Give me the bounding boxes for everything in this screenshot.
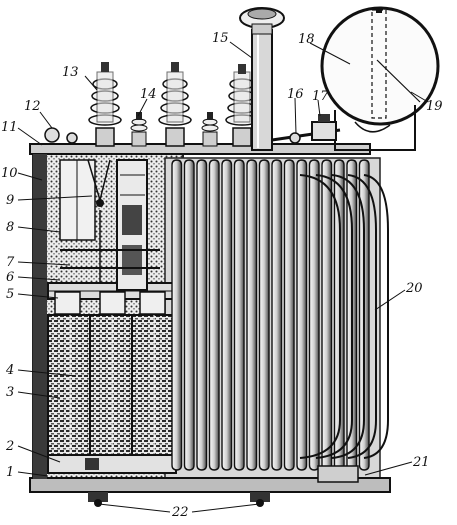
radiator-fin <box>258 159 270 471</box>
radiator-fin <box>296 159 308 471</box>
callout-21: 21 <box>412 455 430 470</box>
radiator-fin <box>246 159 258 471</box>
radiator-tube <box>347 174 377 459</box>
radiator-fin <box>183 159 195 471</box>
radiator-fin <box>196 159 208 471</box>
radiator-fin <box>171 159 183 471</box>
radiator-fin <box>308 159 320 471</box>
callout-8: 8 <box>6 220 14 235</box>
radiator-tube <box>363 174 389 459</box>
radiator-fin <box>271 159 283 471</box>
exhaust-pipe <box>239 7 285 151</box>
callout-20: 20 <box>405 281 423 296</box>
lv-bushing <box>130 112 148 147</box>
hv-bushing <box>158 62 192 147</box>
radiator-fin <box>283 159 295 471</box>
radiator-fin <box>221 159 233 471</box>
rollers <box>88 465 359 507</box>
tank-base <box>29 477 391 493</box>
callout-1: 1 <box>6 465 14 480</box>
radiator-fin <box>233 159 245 471</box>
callout-labels: 1 2 3 4 5 6 7 8 9 10 11 12 13 14 15 16 1… <box>1 31 443 520</box>
radiator-fin <box>321 159 333 471</box>
radiator-tube <box>315 174 353 459</box>
callout-11: 11 <box>1 120 18 135</box>
callout-4: 4 <box>5 363 14 378</box>
hv-bushing <box>225 64 259 147</box>
gas-relay <box>271 114 341 144</box>
lower-yoke <box>47 454 177 474</box>
callout-18: 18 <box>298 32 315 47</box>
callout-14: 14 <box>140 87 157 102</box>
callout-16: 16 <box>287 87 304 102</box>
callout-10: 10 <box>1 166 18 181</box>
radiator-tube <box>299 174 341 459</box>
conservator-tank <box>320 6 440 151</box>
callout-9: 9 <box>6 193 14 208</box>
radiators <box>171 159 389 471</box>
callout-3: 3 <box>6 385 14 400</box>
callout-15: 15 <box>212 31 229 46</box>
callout-19: 19 <box>426 99 443 114</box>
callout-2: 2 <box>5 439 14 454</box>
callout-6: 6 <box>6 270 14 285</box>
hv-bushing <box>88 62 122 147</box>
callout-22: 22 <box>171 505 189 520</box>
tank-cover <box>29 143 371 155</box>
thermometer-pocket <box>44 127 60 143</box>
bushings <box>44 62 259 147</box>
callout-5: 5 <box>6 287 14 302</box>
callout-17: 17 <box>312 89 329 104</box>
radiator-tube <box>331 174 365 459</box>
leader-lines <box>17 41 429 513</box>
radiator-fin <box>208 159 220 471</box>
core-and-windings <box>47 159 177 474</box>
callout-13: 13 <box>62 65 79 80</box>
callout-7: 7 <box>6 255 15 270</box>
lv-bushing <box>201 112 219 147</box>
callout-12: 12 <box>24 99 41 114</box>
